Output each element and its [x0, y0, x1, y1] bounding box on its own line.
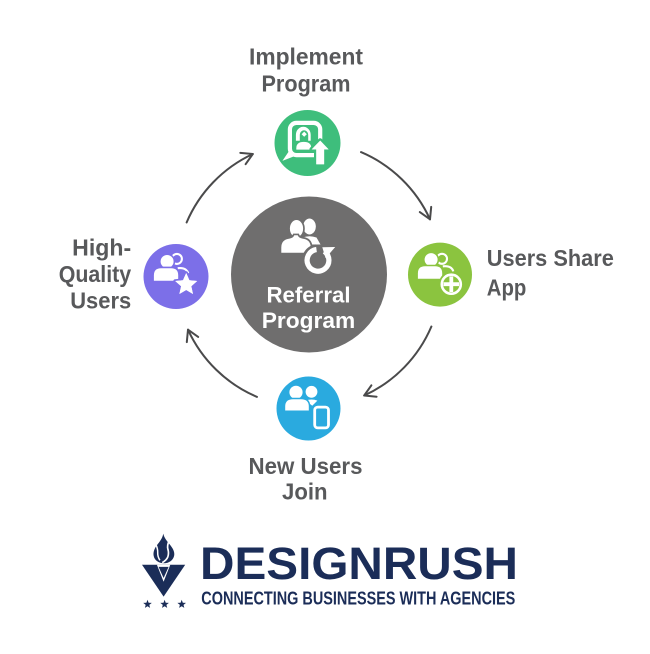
svg-text:Program: Program [262, 308, 356, 333]
svg-text:Quality: Quality [59, 261, 132, 287]
svg-text:Program: Program [262, 71, 351, 97]
svg-text:Implement: Implement [249, 43, 363, 69]
svg-text:DESIGNRUSH: DESIGNRUSH [200, 538, 518, 589]
svg-text:High-: High- [72, 235, 131, 261]
svg-text:Join: Join [282, 478, 328, 504]
svg-text:Users Share: Users Share [487, 245, 614, 271]
svg-text:New Users: New Users [249, 453, 363, 479]
svg-text:CONNECTING BUSINESSES WITH AGE: CONNECTING BUSINESSES WITH AGENCIES [201, 587, 515, 608]
svg-text:App: App [487, 275, 527, 301]
svg-text:Users: Users [70, 288, 131, 314]
svg-text:Referral: Referral [267, 283, 351, 308]
